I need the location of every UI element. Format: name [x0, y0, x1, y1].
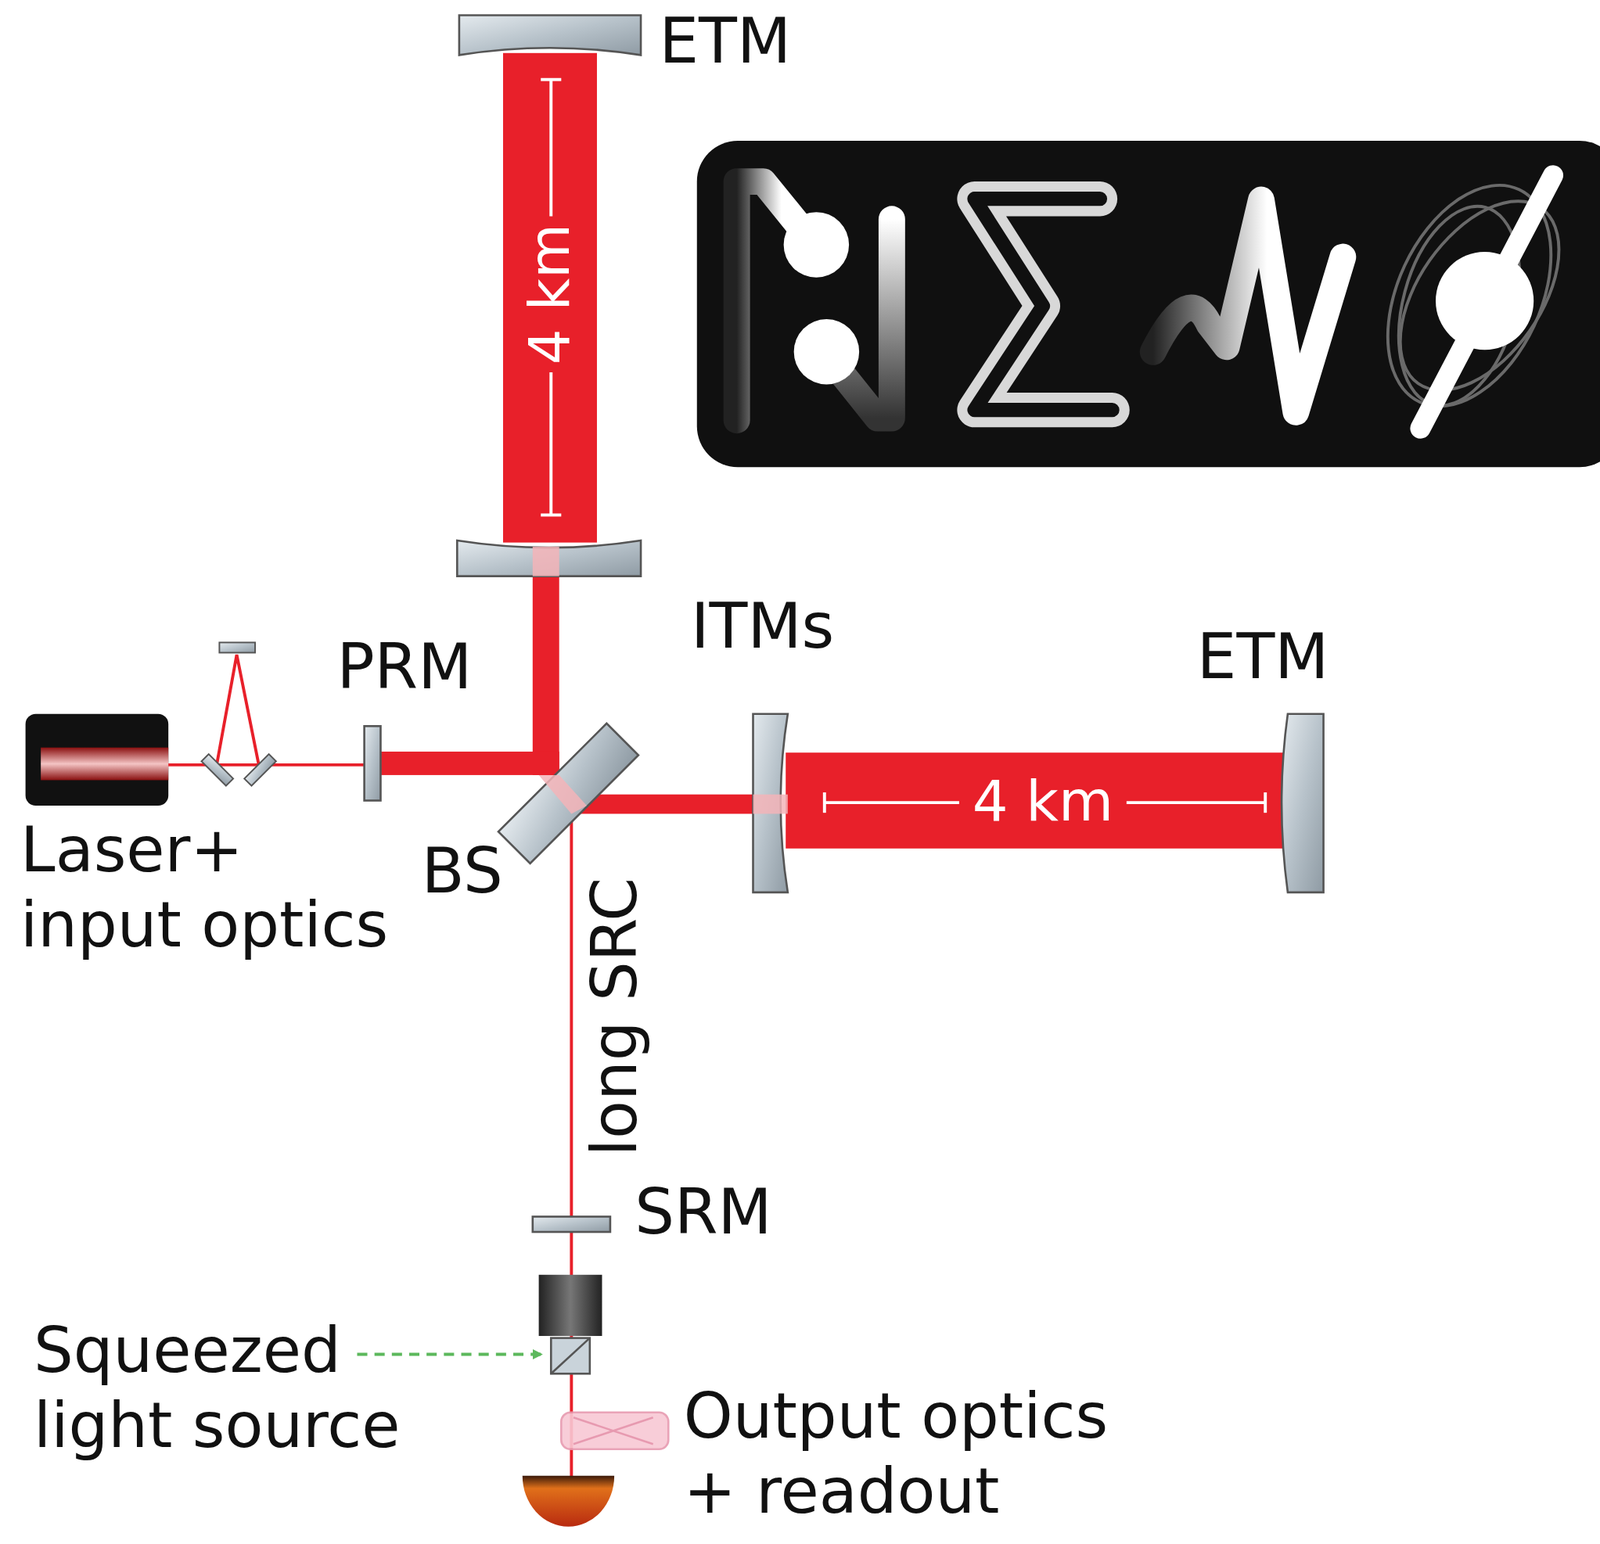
mirror-label: SRM — [634, 1175, 772, 1251]
dimension-label: 4 km — [972, 767, 1115, 835]
input-optics — [168, 642, 366, 786]
logo — [697, 140, 1600, 468]
dimension-label: 4 km — [514, 222, 583, 365]
mirror-label: PRM — [336, 629, 472, 705]
component-label: BS — [421, 834, 504, 910]
mirror-label: ITMs — [690, 589, 835, 665]
beam-transmission — [532, 546, 788, 815]
mirror-label: ETM — [1197, 619, 1329, 695]
source-label: Squeezed light source — [33, 1313, 428, 1464]
readout-label: Output optics + readout — [683, 1379, 1135, 1530]
cavity-label: long SRC — [577, 877, 653, 1157]
laser — [25, 714, 169, 806]
dimension-lines — [540, 79, 1266, 813]
mirror-label: ETM — [659, 3, 792, 80]
component-label: Laser+ input optics — [20, 812, 403, 964]
laser-beams — [380, 53, 1286, 1480]
output-optics — [356, 1275, 669, 1528]
mirrors — [364, 15, 1324, 1233]
